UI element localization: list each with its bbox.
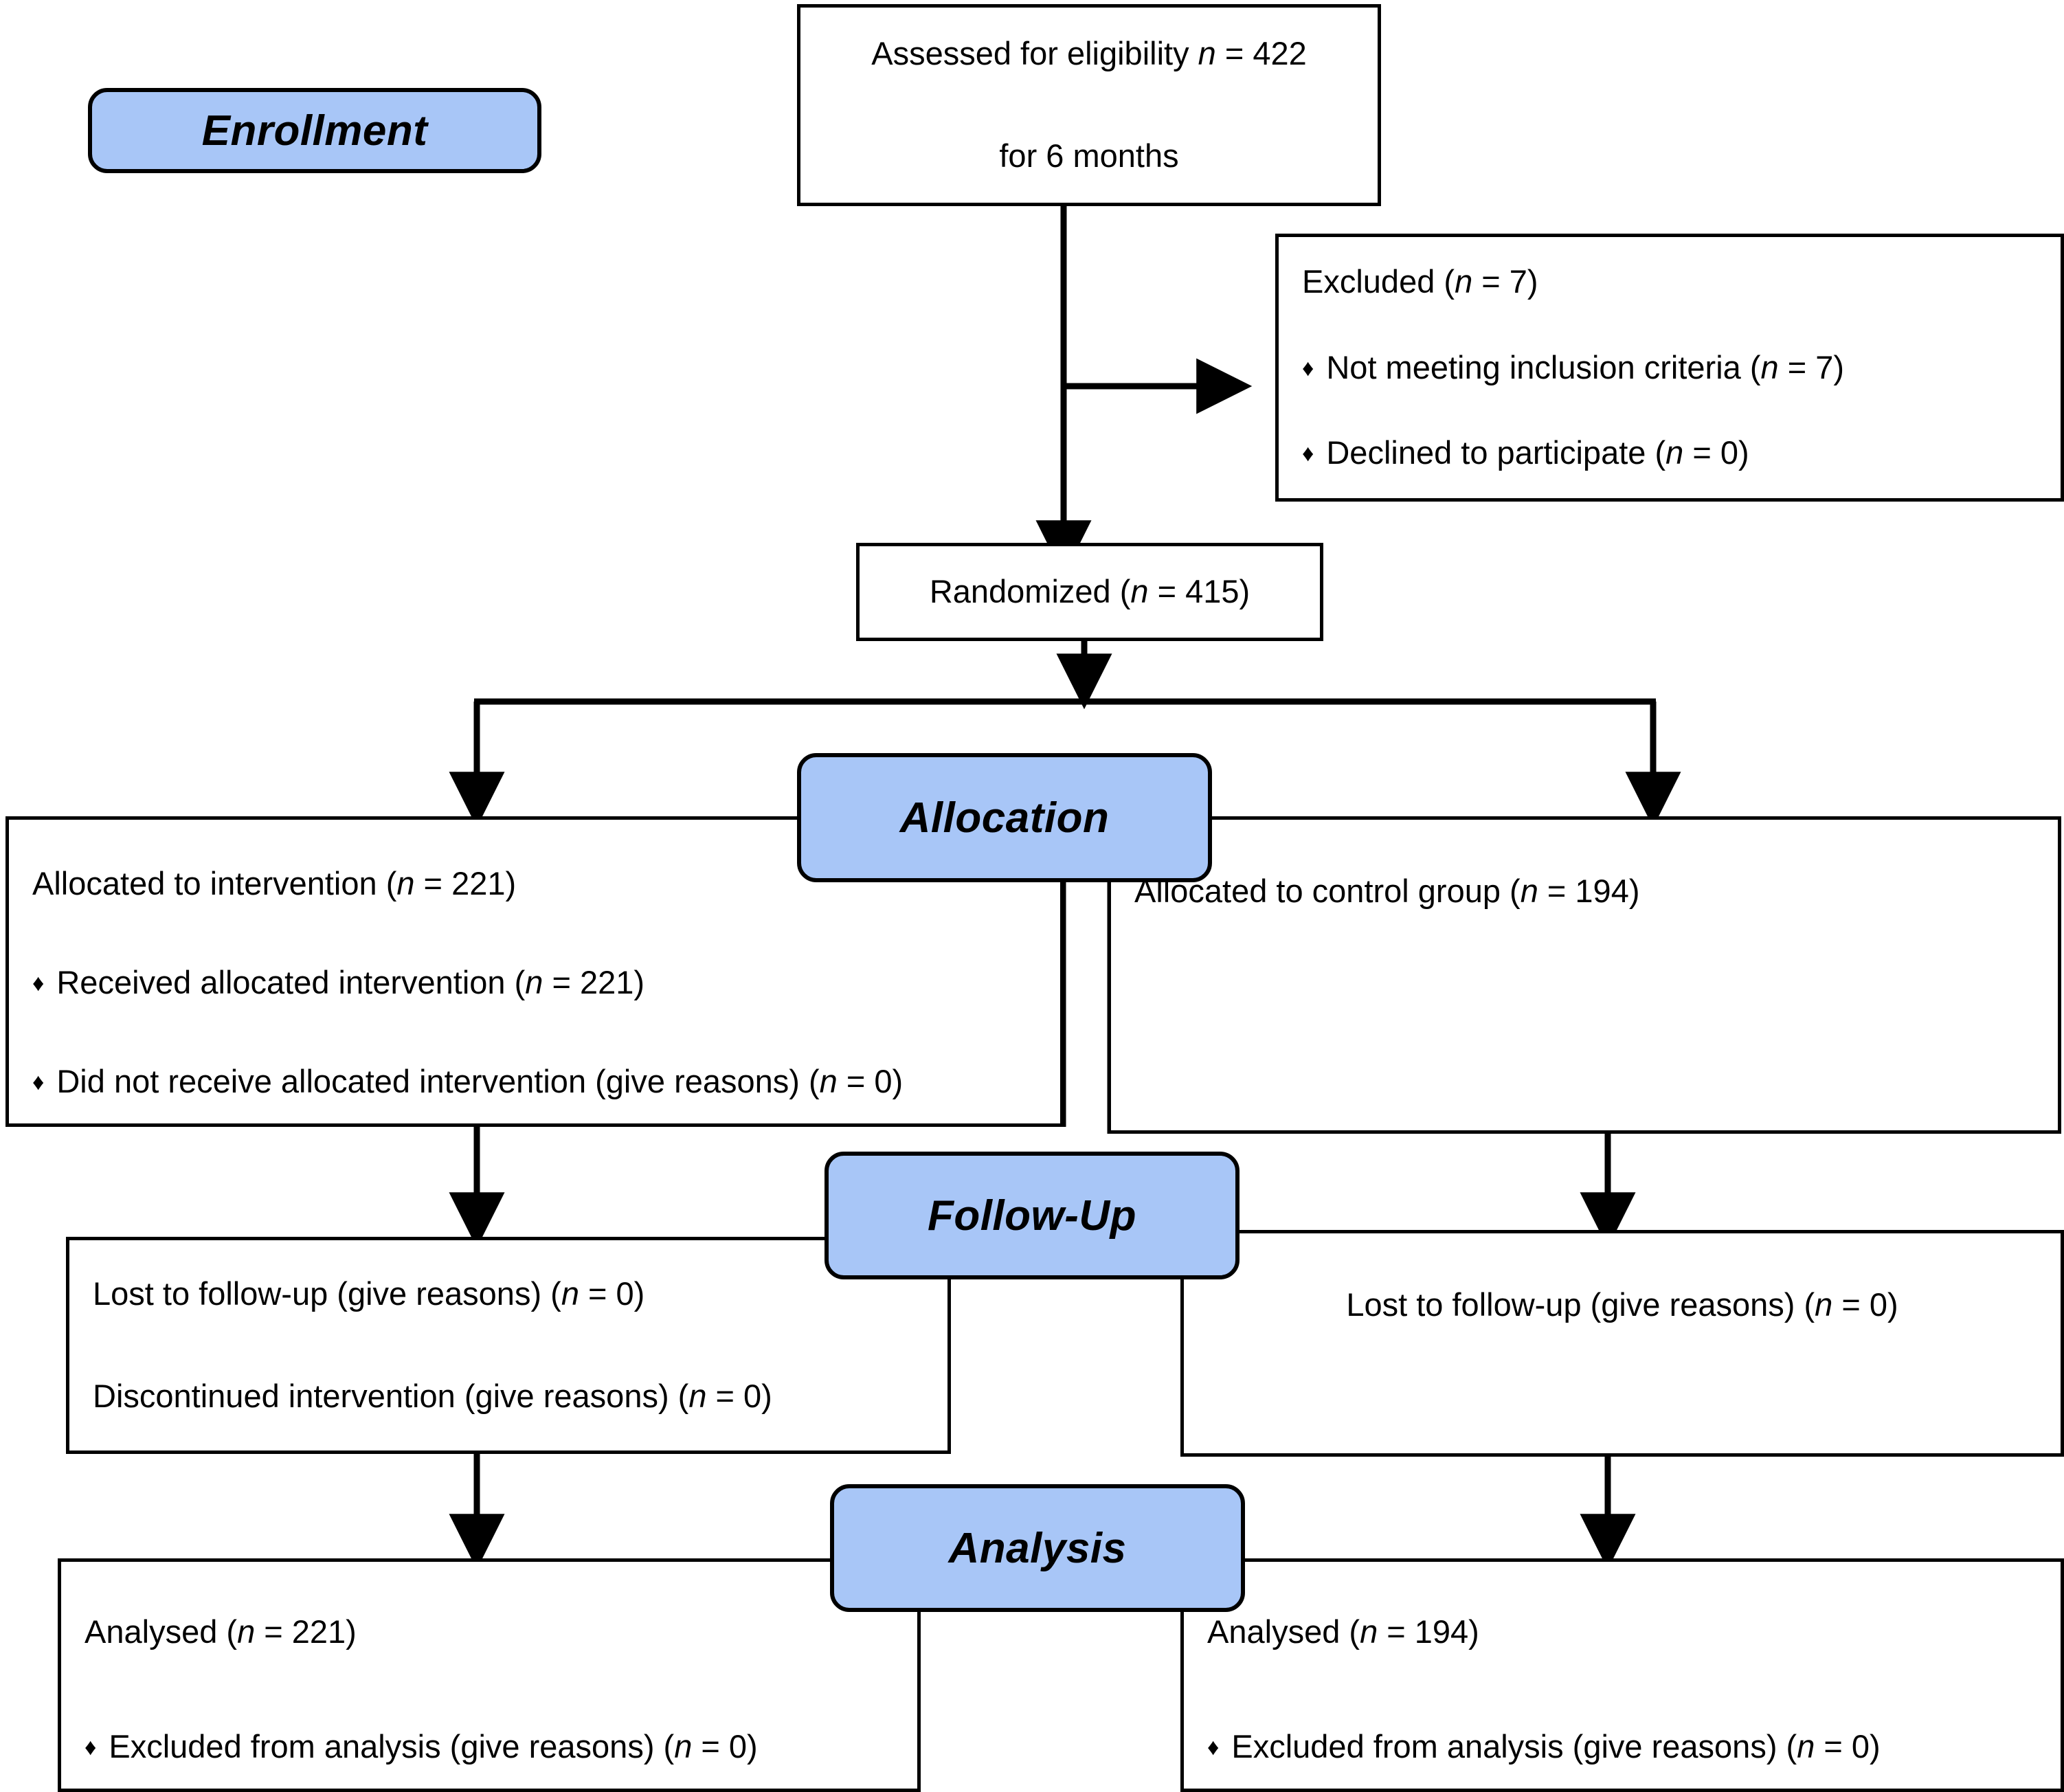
analysis-right-bullet-excluded: ♦ Excluded from analysis (give reasons) …: [1207, 1728, 1881, 1765]
allocation-left-bullet-did-not-receive: ♦ Did not receive allocated intervention…: [32, 1063, 904, 1100]
node-followup-intervention: Lost to follow-up (give reasons) (n = 0)…: [66, 1237, 951, 1454]
node-followup-control: Lost to follow-up (give reasons) (n = 0): [1180, 1230, 2064, 1457]
stage-banner-allocation-label: Allocation: [899, 794, 1110, 842]
diamond-bullet-icon: ♦: [1302, 355, 1314, 381]
assessed-line-1: Assessed for eligibility n = 422: [871, 35, 1307, 72]
stage-banner-follow-up-label: Follow-Up: [927, 1191, 1137, 1240]
node-allocated-to-control-group: Allocated to control group (n = 194): [1108, 816, 2061, 1134]
stage-banner-allocation: Allocation: [797, 753, 1212, 882]
node-analysed-control: Analysed (n = 194) ♦ Excluded from analy…: [1180, 1558, 2064, 1792]
stage-banner-analysis-label: Analysis: [948, 1524, 1127, 1572]
diamond-bullet-icon: ♦: [1207, 1734, 1220, 1761]
analysis-right-heading: Analysed (n = 194): [1207, 1613, 1479, 1650]
followup-left-line-2: Discontinued intervention (give reasons)…: [93, 1378, 772, 1414]
allocation-left-heading: Allocated to intervention (n = 221): [32, 865, 517, 902]
followup-left-line-1: Lost to follow-up (give reasons) (n = 0): [93, 1275, 645, 1312]
stage-banner-analysis: Analysis: [830, 1484, 1245, 1612]
assessed-line-2: for 6 months: [999, 137, 1179, 174]
followup-right-line-1: Lost to follow-up (give reasons) (n = 0): [1346, 1286, 1898, 1323]
diamond-bullet-icon: ♦: [85, 1734, 97, 1761]
diamond-bullet-icon: ♦: [32, 970, 45, 997]
node-randomized: Randomized (n = 415): [856, 543, 1323, 641]
node-excluded: Excluded (n = 7) ♦ Not meeting inclusion…: [1275, 234, 2064, 502]
diamond-bullet-icon: ♦: [32, 1069, 45, 1096]
stage-banner-enrollment: Enrollment: [88, 88, 541, 173]
analysis-left-bullet-excluded: ♦ Excluded from analysis (give reasons) …: [85, 1728, 758, 1765]
randomized-label: Randomized (n = 415): [929, 573, 1250, 610]
stage-banner-follow-up: Follow-Up: [825, 1152, 1239, 1279]
node-assessed-for-eligibility: Assessed for eligibility n = 422 for 6 m…: [797, 4, 1381, 206]
diamond-bullet-icon: ♦: [1302, 440, 1314, 467]
excluded-bullet-declined-to-participate: ♦ Declined to participate (n = 0): [1302, 434, 1749, 471]
allocation-left-bullet-received: ♦ Received allocated intervention (n = 2…: [32, 964, 645, 1001]
analysis-left-heading: Analysed (n = 221): [85, 1613, 357, 1650]
excluded-heading: Excluded (n = 7): [1302, 263, 1538, 300]
excluded-bullet-not-meeting-inclusion-criteria: ♦ Not meeting inclusion criteria (n = 7): [1302, 348, 1844, 385]
stage-banner-enrollment-label: Enrollment: [201, 107, 428, 155]
node-analysed-intervention: Analysed (n = 221) ♦ Excluded from analy…: [58, 1558, 921, 1792]
allocation-right-heading: Allocated to control group (n = 194): [1134, 873, 1640, 909]
